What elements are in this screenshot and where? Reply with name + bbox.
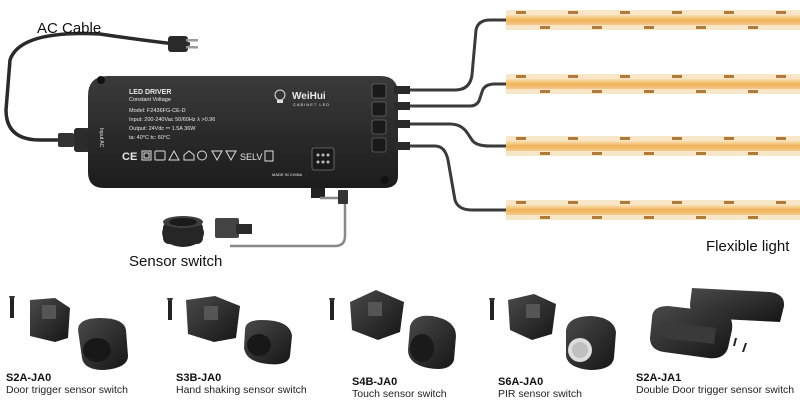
product-card: S3B-JA0 Hand shaking sensor switch xyxy=(176,372,307,396)
product-card: S6A-JA0 PIR sensor switch xyxy=(498,376,582,400)
product-code: S2A-JA0 xyxy=(6,372,52,384)
product-3-image xyxy=(329,290,456,369)
product-name: Touch sensor switch xyxy=(352,388,447,400)
product-5-image xyxy=(650,288,785,359)
product-card: S2A-JA0 Door trigger sensor switch xyxy=(6,372,128,396)
product-images xyxy=(9,288,785,370)
certification-icons: CE SELV xyxy=(122,149,274,163)
product-card: S2A-JA1 Double Door trigger sensor switc… xyxy=(636,372,794,396)
driver-output: Output: 24Vdc ⎓ 1.5A 36W xyxy=(129,126,196,132)
product-name: PIR sensor switch xyxy=(498,388,583,400)
driver-brand: WeiHui xyxy=(292,91,326,102)
driver-made-in: MADE IN CHINA xyxy=(272,172,303,177)
driver-subtitle: Constant Voltage xyxy=(129,97,171,103)
driver-model: Model: F2436FG-CE-D xyxy=(129,108,186,114)
output-cables xyxy=(394,18,508,212)
led-strips xyxy=(506,10,800,220)
ac-cable-label: AC Cable xyxy=(37,20,102,37)
led-strip xyxy=(506,10,800,30)
driver-brand-sub: CABINET LED xyxy=(293,102,330,107)
selv-label: SELV xyxy=(240,152,262,162)
product-name: Hand shaking sensor switch xyxy=(176,384,307,396)
plug-icon xyxy=(168,36,188,52)
driver-temps: ta: 40°C tc: 60°C xyxy=(129,135,170,141)
driver-input: Input: 200-240Vac 50/60Hz λ >0.96 xyxy=(129,117,215,123)
driver-title: LED DRIVER xyxy=(129,89,171,96)
product-1-image xyxy=(9,296,128,370)
product-code: S4B-JA0 xyxy=(352,376,398,388)
led-driver: Input AC CE SELV LED D xyxy=(88,76,398,198)
led-strip xyxy=(506,136,800,156)
led-strip xyxy=(506,200,800,220)
product-code: S2A-JA1 xyxy=(636,372,682,384)
sensor-switch-label: Sensor switch xyxy=(129,253,223,270)
led-strip xyxy=(506,74,800,94)
product-4-image xyxy=(489,294,616,370)
product-name: Double Door trigger sensor switch xyxy=(636,384,795,396)
product-card: S4B-JA0 Touch sensor switch xyxy=(352,376,447,400)
flexible-light-label: Flexible light xyxy=(706,238,790,255)
product-2-image xyxy=(167,296,292,365)
sensor-switch xyxy=(162,190,348,248)
product-name: Door trigger sensor switch xyxy=(6,384,128,396)
bulb-logo-icon xyxy=(274,89,286,103)
svg-text:Input AC: Input AC xyxy=(98,128,104,148)
product-code: S3B-JA0 xyxy=(176,372,222,384)
product-code: S6A-JA0 xyxy=(498,376,544,388)
svg-text:CE: CE xyxy=(122,151,137,163)
ac-cable xyxy=(4,31,198,152)
